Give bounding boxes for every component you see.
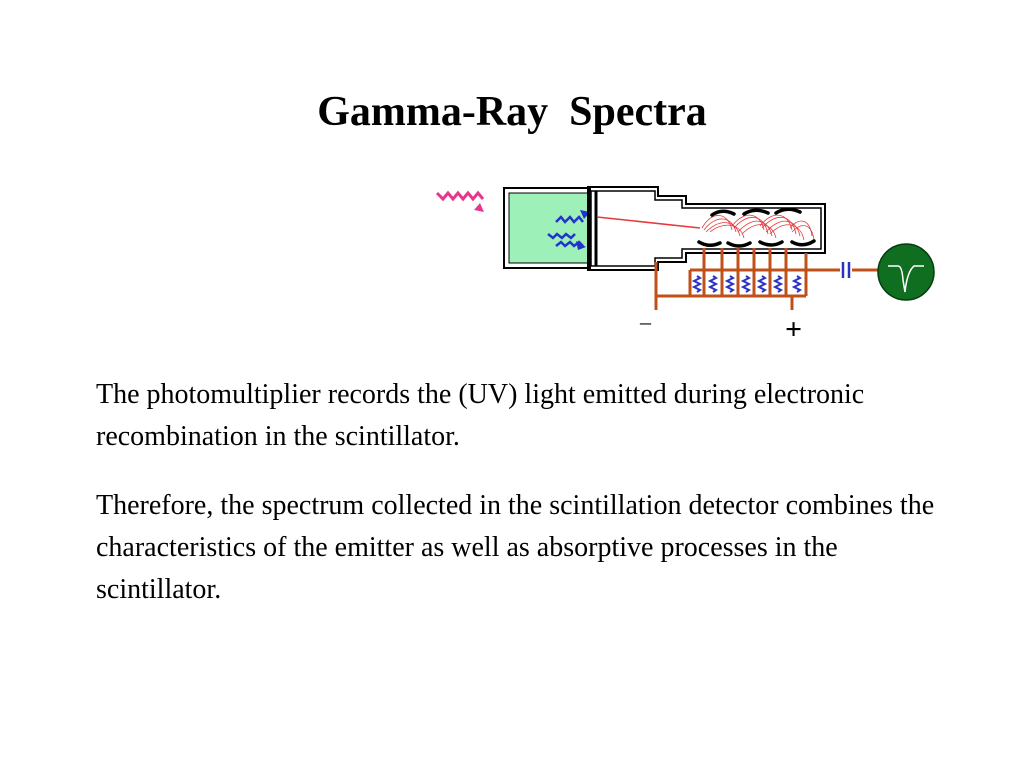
resistors [691, 275, 803, 293]
paragraph-spectrum: Therefore, the spectrum collected in the… [96, 485, 956, 611]
electron-cascade [701, 214, 815, 241]
dynodes [697, 207, 816, 248]
slide-title: Gamma-Ray Spectra [317, 89, 707, 135]
paragraph-text: Therefore, the spectrum collected in the… [96, 490, 935, 605]
positive-terminal-label: + [785, 313, 803, 346]
negative-terminal-label: – [640, 309, 651, 334]
photomultiplier-tube [587, 186, 826, 271]
oscilloscope-pulse-icon [877, 243, 935, 301]
gamma-ray-wave-icon [435, 190, 485, 202]
scintillator-crystal [503, 187, 591, 269]
paragraph-photomultiplier: The photomultiplier records the (UV) lig… [96, 374, 956, 458]
voltage-divider-wiring [654, 248, 878, 310]
capacitor-icon [841, 262, 851, 278]
paragraph-text: The photomultiplier records the (UV) lig… [96, 379, 865, 452]
uv-photon-wave-icon [547, 215, 584, 248]
photomultiplier-diagram [435, 186, 935, 310]
